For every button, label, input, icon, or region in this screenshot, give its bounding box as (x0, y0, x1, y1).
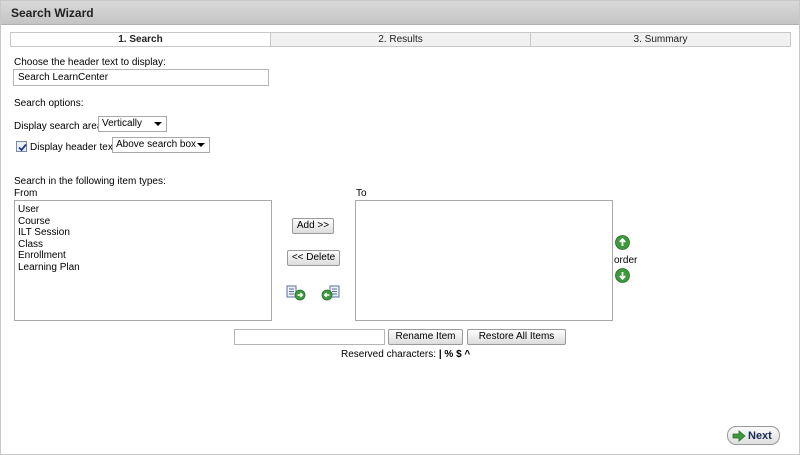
search-options-label: Search options: (14, 98, 84, 109)
arrow-up-circle-icon[interactable] (615, 235, 630, 250)
rename-item-button[interactable]: Rename Item (388, 329, 463, 345)
add-button[interactable]: Add >> (292, 218, 334, 234)
next-button[interactable]: Next (727, 426, 780, 445)
title-bar: Search Wizard (1, 1, 799, 25)
tab-summary[interactable]: 3. Summary (531, 33, 790, 46)
list-item[interactable]: Class (18, 238, 44, 250)
add-all-icon[interactable] (286, 285, 306, 301)
list-item[interactable]: Learning Plan (18, 261, 80, 273)
chevron-down-icon (197, 143, 205, 147)
reserved-characters-value: | % $ ^ (438, 349, 471, 360)
header-position-select[interactable]: Above search box (112, 137, 210, 153)
display-header-checkbox[interactable] (16, 141, 27, 152)
from-listbox[interactable]: User Course ILT Session Class Enrollment… (14, 200, 272, 321)
header-position-value: Above search box (116, 139, 197, 150)
display-area-value: Vertically (102, 118, 143, 129)
display-area-select[interactable]: Vertically (98, 116, 167, 132)
chevron-down-icon (154, 122, 162, 126)
tab-results[interactable]: 2. Results (271, 33, 531, 46)
tab-search[interactable]: 1. Search (11, 33, 271, 46)
restore-all-items-button[interactable]: Restore All Items (467, 329, 566, 345)
header-text-input[interactable] (13, 69, 269, 86)
window-title: Search Wizard (11, 6, 94, 20)
reserved-characters-label: Reserved characters: (341, 349, 437, 360)
reserved-characters: Reserved characters: | % $ ^ (341, 349, 470, 360)
header-text-label: Choose the header text to display: (14, 57, 166, 68)
remove-all-icon[interactable] (321, 285, 341, 301)
display-area-label: Display search area (14, 121, 103, 132)
list-item[interactable]: ILT Session (18, 227, 70, 238)
item-types-label: Search in the following item types: (14, 176, 166, 187)
list-item[interactable]: Course (18, 215, 51, 227)
order-label: order (614, 255, 638, 266)
arrow-right-icon (732, 430, 746, 442)
list-item[interactable]: Enrollment (18, 250, 66, 261)
arrow-down-circle-icon[interactable] (615, 268, 630, 283)
next-label: Next (748, 430, 772, 442)
delete-button[interactable]: << Delete (287, 250, 340, 266)
list-item[interactable]: User (18, 204, 40, 215)
from-label: From (14, 188, 38, 199)
to-listbox[interactable] (355, 200, 613, 321)
checkmark-icon (18, 143, 27, 152)
display-header-label: Display header text (30, 142, 116, 153)
wizard-tabs: 1. Search 2. Results 3. Summary (10, 32, 791, 47)
to-label: To (356, 188, 367, 199)
rename-input[interactable] (234, 329, 385, 345)
